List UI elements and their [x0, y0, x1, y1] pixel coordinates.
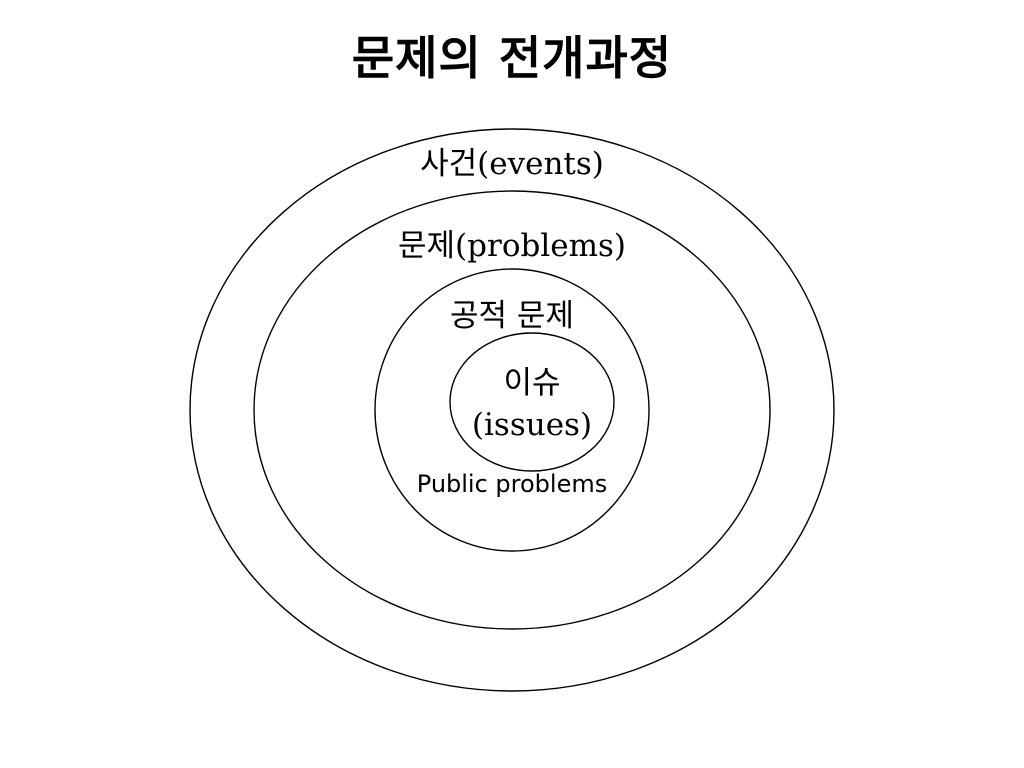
public-problems-label: 공적 문제 [450, 298, 574, 334]
issues-ring [449, 332, 615, 472]
page-title: 문제의 전개과정 [351, 31, 673, 85]
issues-label-korean: 이슈 [503, 365, 561, 401]
issues-label-english: (issues) [471, 407, 593, 443]
problems-label: 문제(problems) [398, 228, 626, 264]
issues-label: 이슈 (issues) [432, 362, 632, 446]
public-problems-english-label: Public problems [416, 470, 608, 498]
public-problems-ring [374, 268, 650, 552]
events-label: 사건(events) [420, 146, 604, 182]
events-ring [189, 128, 835, 692]
problems-ring [253, 190, 771, 630]
